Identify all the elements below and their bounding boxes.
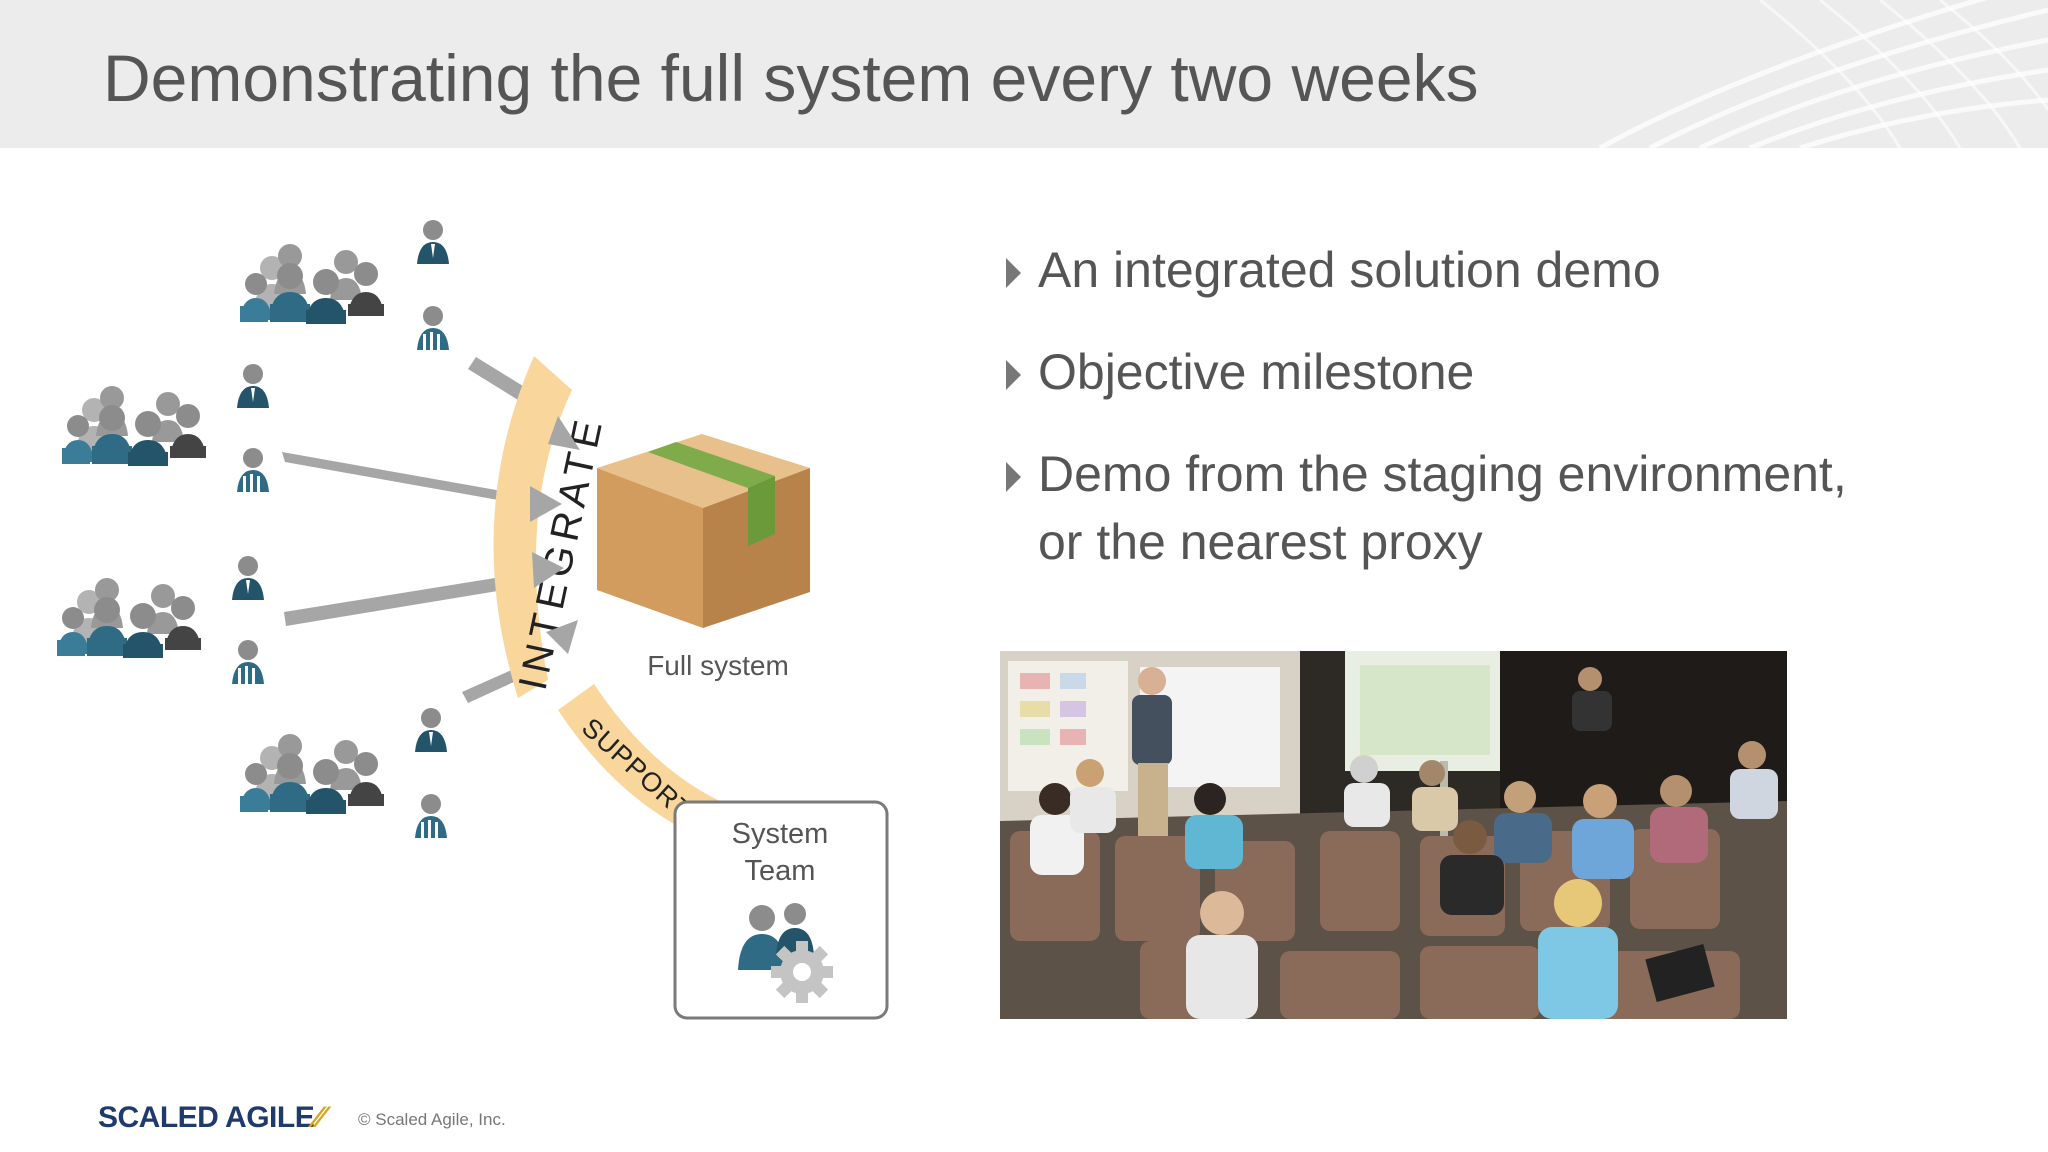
bullet-item: An integrated solution demo (1003, 236, 2003, 304)
bullet-triangle-icon (1006, 462, 1021, 492)
integration-arrows (282, 357, 544, 703)
page-title: Demonstrating the full system every two … (103, 41, 1479, 115)
bullet-triangle-icon (1006, 258, 1021, 288)
integration-diagram: SUPPORT INTEGRATE Full system System Tea… (57, 220, 889, 1020)
bullet-text: An integrated solution demo (1038, 242, 1661, 298)
team-cluster-4 (240, 734, 384, 814)
arrow-heads (530, 416, 580, 654)
integrate-arc (493, 356, 572, 698)
bullet-triangle-icon (1006, 360, 1021, 390)
bullet-item: Objective milestone (1003, 338, 2003, 406)
bullet-text: Objective milestone (1038, 344, 1475, 400)
audience (1030, 667, 1778, 1019)
system-team-line1: System (732, 818, 829, 850)
demo-meeting-photo (1000, 651, 1787, 1019)
product-owner-icon (417, 220, 449, 264)
team-cluster-2 (62, 386, 206, 466)
full-system-label: Full system (647, 650, 789, 681)
product-owner-icon (232, 556, 264, 600)
bullet-item: Demo from the staging environment, or th… (1003, 440, 2003, 576)
scrum-master-icon (417, 306, 449, 350)
scrum-master-icon (237, 448, 269, 492)
full-system-box-icon (597, 434, 810, 628)
logo-text: SCALED AGILE (98, 1101, 315, 1134)
bullet-text: Demo from the staging environment, (1038, 446, 1847, 502)
product-owner-icon (237, 364, 269, 408)
scrum-master-icon (232, 640, 264, 684)
logo-mark-icon: ⁄⁄ (314, 1101, 324, 1134)
header-wave-decoration (1598, 0, 2048, 148)
team-cluster-1 (240, 244, 384, 324)
bullet-text-continued: or the nearest proxy (1038, 514, 1483, 570)
system-team-line2: Team (745, 855, 816, 887)
team-cluster-3 (57, 578, 201, 658)
scrum-master-icon (415, 794, 447, 838)
support-band (558, 684, 722, 830)
system-team-icon (738, 903, 833, 1003)
system-team-card (673, 800, 889, 1020)
product-owner-icon (415, 708, 447, 752)
copyright-text: © Scaled Agile, Inc. (358, 1110, 506, 1129)
title-bar: Demonstrating the full system every two … (0, 0, 2048, 148)
laptop (1645, 943, 1715, 1003)
bullet-list: An integrated solution demo Objective mi… (1003, 236, 2003, 610)
scaled-agile-logo: SCALED AGILE⁄⁄ (98, 1101, 324, 1135)
